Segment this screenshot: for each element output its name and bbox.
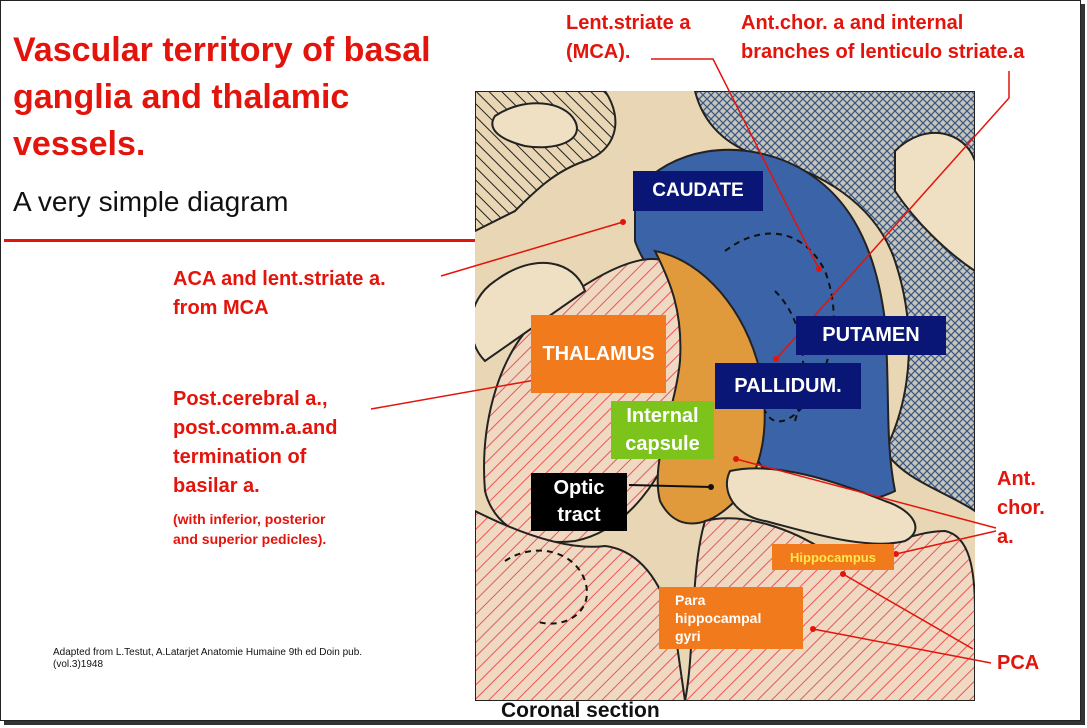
annotation-lent-striate: Lent.striate a (MCA). [566, 9, 690, 67]
pallidum-label-box: PALLIDUM. [715, 363, 861, 409]
annotation-line: ACA and lent.striate a. [173, 268, 386, 290]
figure-caption: Coronal section [501, 699, 660, 722]
gyrus-outline [491, 102, 578, 149]
annotation-line: Ant. [997, 468, 1036, 490]
annotation-ant-chor-internal: Ant.chor. a and internal branches of len… [741, 9, 1024, 67]
slide-subtitle: A very simple diagram [13, 186, 289, 217]
caudate-label-box: CAUDATE [633, 171, 763, 211]
annotation-line: Ant.chor. a and internal [741, 12, 964, 34]
pallidum-label: PALLIDUM. [734, 374, 842, 397]
internal-capsule-label-line1: Internal [626, 405, 699, 427]
annotation-line: (with inferior, posterior [173, 511, 326, 527]
title-divider [4, 239, 476, 242]
putamen-label-box: PUTAMEN [796, 316, 946, 355]
annotation-line: post.comm.a.and [173, 417, 338, 439]
annotation-line: Post.cerebral a., [173, 388, 328, 410]
internal-capsule-label-box: Internal capsule [611, 401, 714, 459]
optic-tract-label-line1: Optic [553, 477, 605, 499]
hippocampus-label: Hippocampus [790, 549, 876, 565]
putamen-label: PUTAMEN [822, 324, 920, 346]
annotation-post-cerebral: Post.cerebral a., post.comm.a.and termin… [173, 385, 337, 501]
slide-title: Vascular territory of basal ganglia and … [13, 31, 431, 163]
annotation-line: a. [997, 526, 1014, 548]
annotation-pca: PCA [997, 652, 1040, 674]
annotation-line: from MCA [173, 297, 269, 319]
source-credit: Adapted from L.Testut, A.Latarjet Anatom… [53, 647, 363, 670]
internal-capsule-label-line2: capsule [625, 433, 700, 455]
annotation-line: and superior pedicles). [173, 531, 327, 547]
optic-tract-label-box: Optic tract [531, 473, 627, 531]
annotation-line: termination of [173, 446, 307, 468]
caudate-label: CAUDATE [652, 180, 744, 201]
hippocampus-label-box: Hippocampus [772, 544, 894, 570]
annotation-pedicles: (with inferior, posterior and superior p… [173, 509, 326, 549]
thalamus-label: THALAMUS [542, 342, 655, 365]
parahippocampal-label-line1: Para [675, 592, 706, 608]
annotation-line: Lent.striate a [566, 12, 691, 34]
parahippocampal-label-line2: hippocampal [675, 610, 762, 626]
annotation-aca: ACA and lent.striate a. from MCA [173, 265, 386, 323]
dashed-outline [504, 549, 588, 625]
annotation-line: (MCA). [566, 41, 631, 63]
annotation-line: basilar a. [173, 475, 260, 497]
annotation-line: chor. [997, 497, 1045, 519]
parahippocampal-label-line3: gyri [675, 628, 701, 644]
parahippocampal-label-box: Para hippocampal gyri [659, 587, 803, 649]
thalamus-label-box: THALAMUS [531, 315, 666, 393]
optic-tract-label-line2: tract [557, 504, 601, 526]
annotation-ant-chor: Ant. chor. a. [997, 465, 1045, 552]
annotation-line: branches of lenticulo striate.a [741, 41, 1025, 63]
